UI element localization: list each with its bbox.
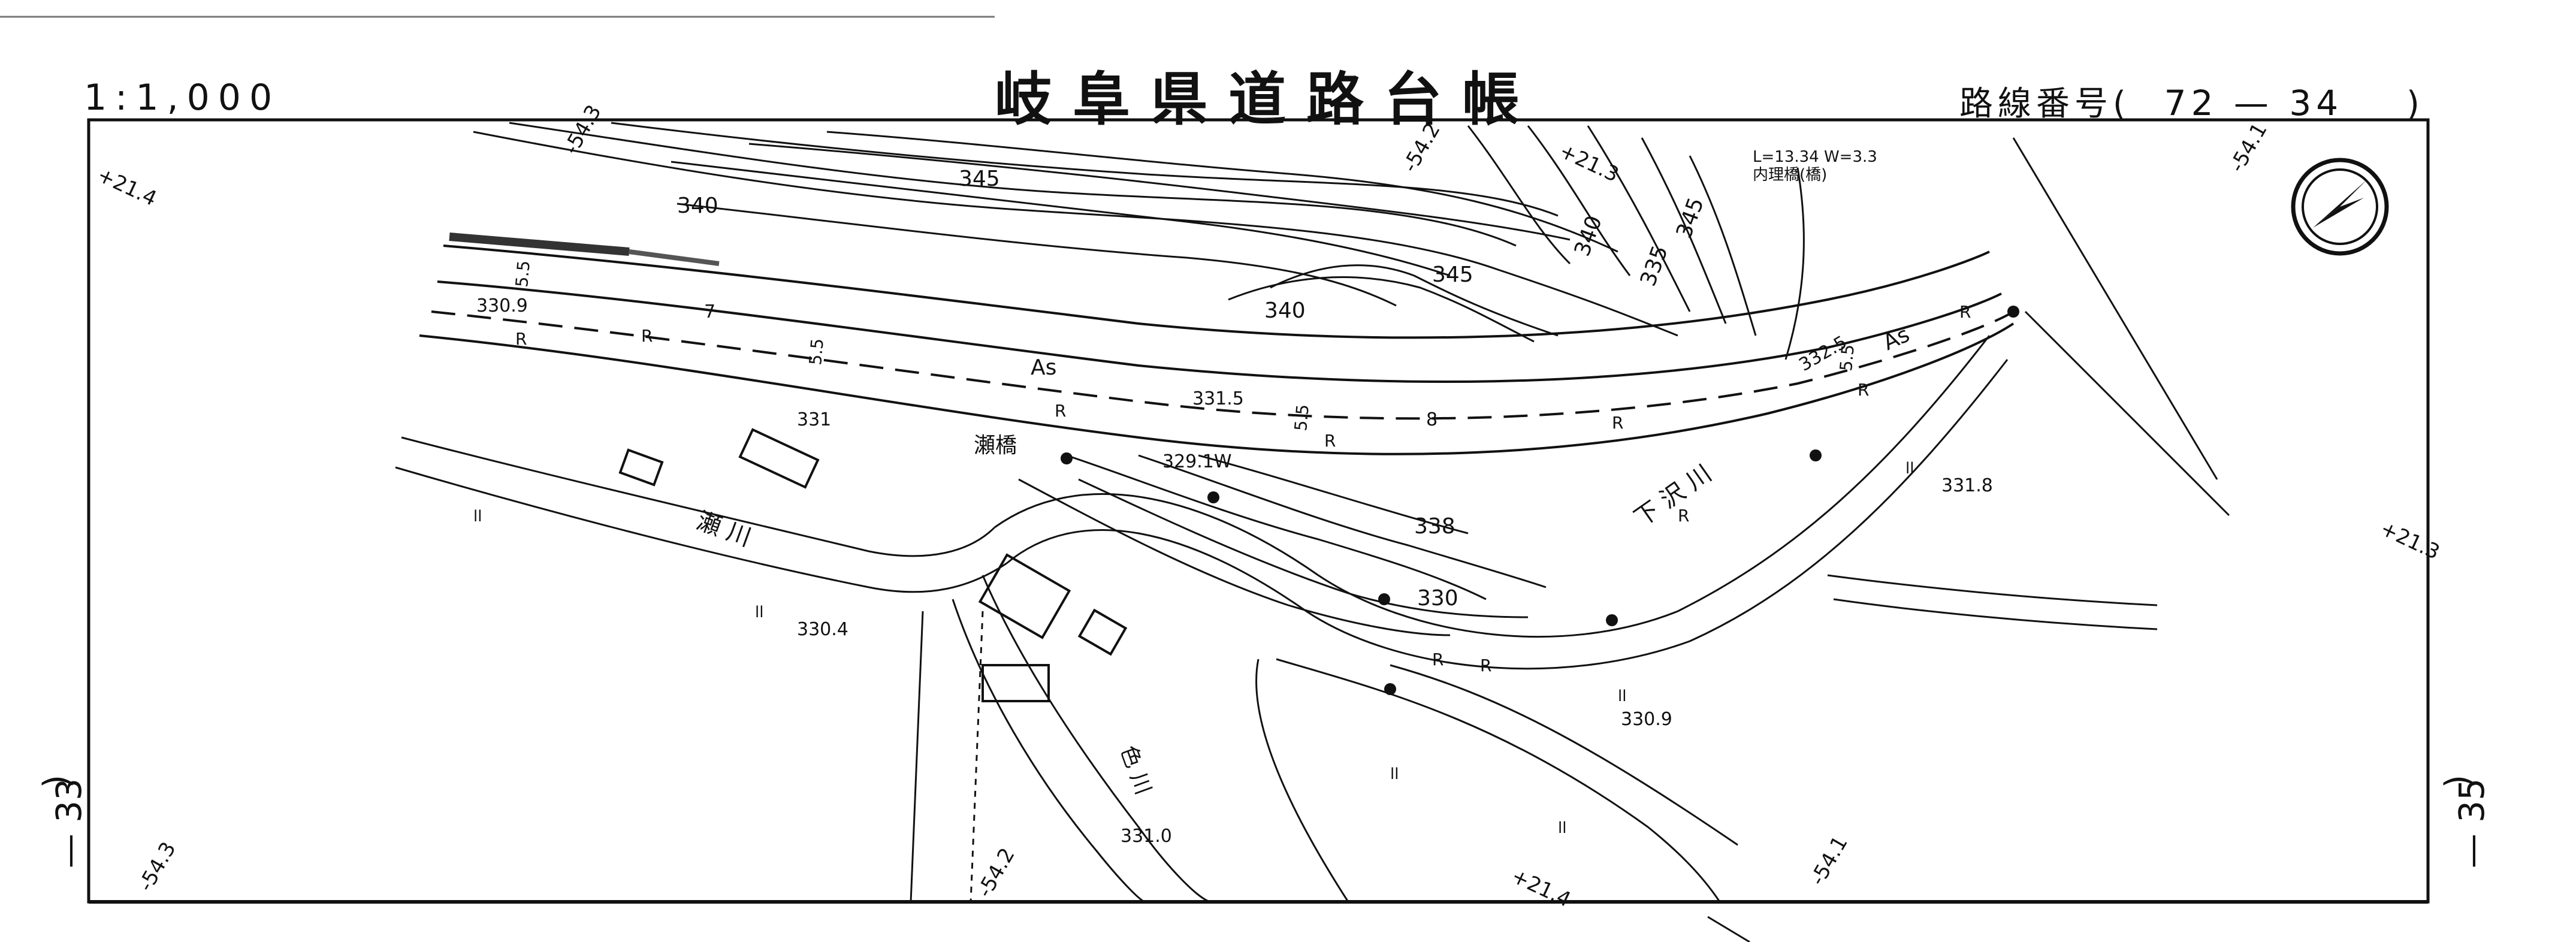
curb-label: R [1432,650,1443,669]
contour-lines [473,122,1805,636]
contour-label: 340 [1264,298,1306,323]
grass-symbol: ll [755,603,763,621]
grid-tick-bottom: +21.4 [1508,864,1574,912]
grid-tick-right: +21.3 [2376,517,2443,564]
grid-tick-bottom: -54.2 [973,844,1020,901]
width-label: 5.5 [805,337,828,366]
route-close: ) [2406,84,2424,123]
grass-symbol: ll [1618,687,1626,705]
curb-label: R [1612,413,1623,433]
surface-label: As [1031,355,1056,380]
river-lines [395,335,2009,903]
curb-label: R [1959,302,1971,322]
river-name-sub: 下 沢 川 [1629,460,1717,532]
width-label: 5.5 [1836,343,1858,372]
elevation-label: 330.9 [1621,709,1672,730]
bridge-name: 瀬橋 [974,433,1017,458]
route-label: 路線番号( [1959,84,2131,123]
elevation-label: 331.5 [1192,388,1244,409]
grid-tick-left: +21.4 [93,163,160,211]
grid-tick-top: -54.2 [1398,119,1445,176]
curb-label: R [1055,401,1066,421]
grid-ticks: -54.3 -54.2 +21.3 -54.1 -54.3 -54.2 +21.… [93,101,2443,912]
width-label: 5.5 [512,259,534,288]
vegetation-symbols: ll ll ll ll ll ll [473,460,1914,837]
map-frame [87,118,2430,904]
grass-symbol: ll [1390,765,1399,783]
contour-label: 335 [1636,242,1673,289]
place-names: 瀬橋 瀬 川 下 沢 川 色 川 L=13.34 W=3.3 内理橋(橋) [693,148,1877,798]
contour-label: 345 [1432,262,1473,287]
minor-roads [910,137,2230,902]
elevation-label: 331.8 [1941,475,1993,496]
contour-label: 340 [677,194,718,218]
river-name-main: 瀬 川 [693,507,755,552]
elevation-label: 330.4 [797,619,848,640]
curb-label: R [641,326,653,346]
elevation-label: 330.9 [476,295,528,316]
sheet-title: 岐阜県道路台帳 [995,66,1540,133]
curb-label: R [515,329,527,349]
curb-label: R [1324,431,1336,451]
grass-symbol: ll [1905,460,1914,478]
map-scale: 1:1,000 [84,77,281,119]
elevation-label: 329.1W [1162,451,1232,472]
contour-label: 330 [1417,586,1458,611]
grid-tick-bottom: -54.1 [1805,832,1853,889]
grid-tick-top: -54.1 [2225,119,2272,176]
grid-tick-bottom: -54.3 [134,838,181,895]
contour-label: 345 [1672,194,1709,241]
width-label: 7 [704,301,715,322]
contour-label: 340 [1570,212,1607,259]
elevation-label: 331.0 [1121,826,1172,847]
route-number: 72 — 34 [2164,83,2344,123]
width-label: 5.5 [1291,403,1313,431]
prefectural-road [419,233,2015,455]
route-number-label: 路線番号( 72 — 34 ) [1959,77,2424,125]
north-arrow-icon [2291,158,2389,256]
grid-tick-top: -54.3 [559,101,606,158]
bridge-note: 内理橋(橋) [1753,166,1827,184]
next-sheet-line [1707,916,1750,942]
bridge-spec: L=13.34 W=3.3 [1753,148,1877,166]
grass-symbol: ll [1558,819,1566,837]
curb-label: R [1480,656,1491,675]
buildings [618,428,1128,702]
elevation-labels: 330.9 331.5 332.5 331 329.1W 331.8 330.4… [476,295,1993,847]
curb-label: R [1858,380,1869,400]
grass-symbol: ll [473,508,482,526]
elevation-label: 331 [797,409,831,430]
width-label: 8 [1426,409,1438,430]
contour-label: 345 [959,167,1000,191]
river-name-small: 色 川 [1116,742,1156,798]
contour-label: 338 [1414,514,1455,539]
survey-points [1061,306,2019,695]
curb-label: R [1678,506,1689,526]
